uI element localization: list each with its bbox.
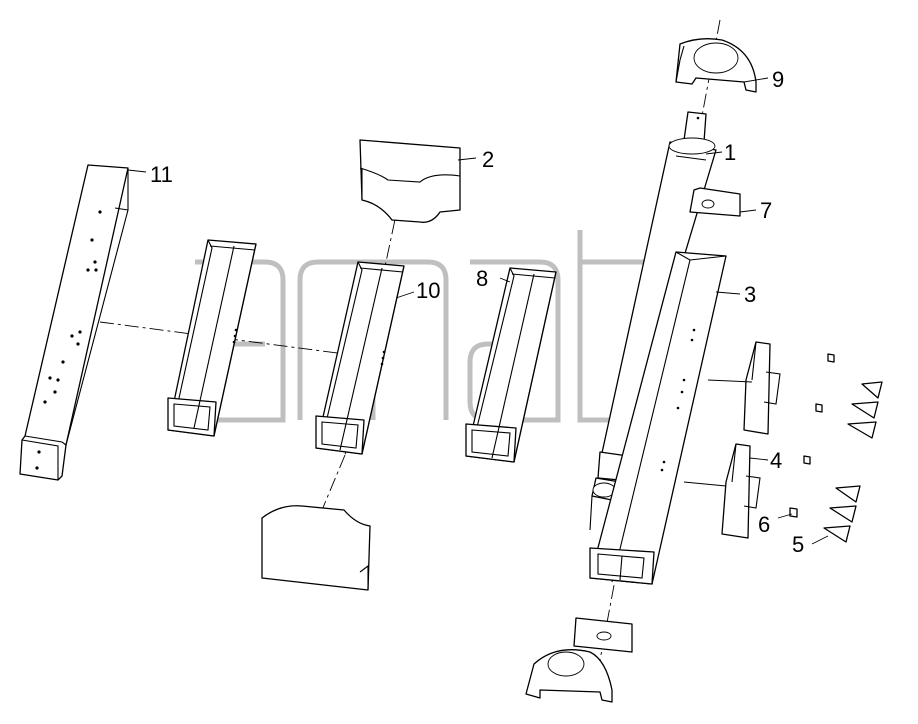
square-tube-left [167, 239, 257, 437]
part-3-housing-tube [589, 251, 727, 585]
centerline-11-10 [99, 321, 346, 355]
callout-11: 11 [150, 162, 173, 187]
bottom-end-cap [261, 505, 371, 591]
part-9-top-bracket [675, 38, 757, 93]
callout-2: 2 [482, 147, 494, 172]
callout-3: 3 [744, 282, 756, 307]
lower-plate [573, 617, 633, 653]
watermark-logo: TM [192, 230, 691, 423]
callout-4: 4 [770, 448, 782, 473]
part-5-wedges [823, 381, 883, 543]
part-7-plate [689, 187, 741, 217]
callout-6: 6 [758, 512, 770, 537]
centerline-10-cap [321, 454, 346, 511]
part-2-cover-plate [359, 139, 461, 223]
part-6-clips [789, 353, 835, 518]
part-8-square-tube [465, 267, 557, 463]
callout-labels: 11 2 10 8 9 1 7 3 4 6 5 [150, 67, 804, 557]
part-10-square-tube [315, 261, 405, 455]
callout-7: 7 [760, 198, 772, 223]
part-11-channel-rail [19, 164, 129, 481]
bottom-bracket [525, 649, 613, 703]
callout-9: 9 [772, 67, 784, 92]
callout-1: 1 [724, 140, 736, 165]
part-4-angle-bracket-upper [743, 341, 781, 435]
leader-lines [127, 77, 829, 545]
callout-8: 8 [476, 266, 488, 291]
part-4-angle-bracket-lower [721, 443, 761, 539]
callout-10: 10 [416, 278, 440, 303]
callout-5: 5 [792, 532, 804, 557]
